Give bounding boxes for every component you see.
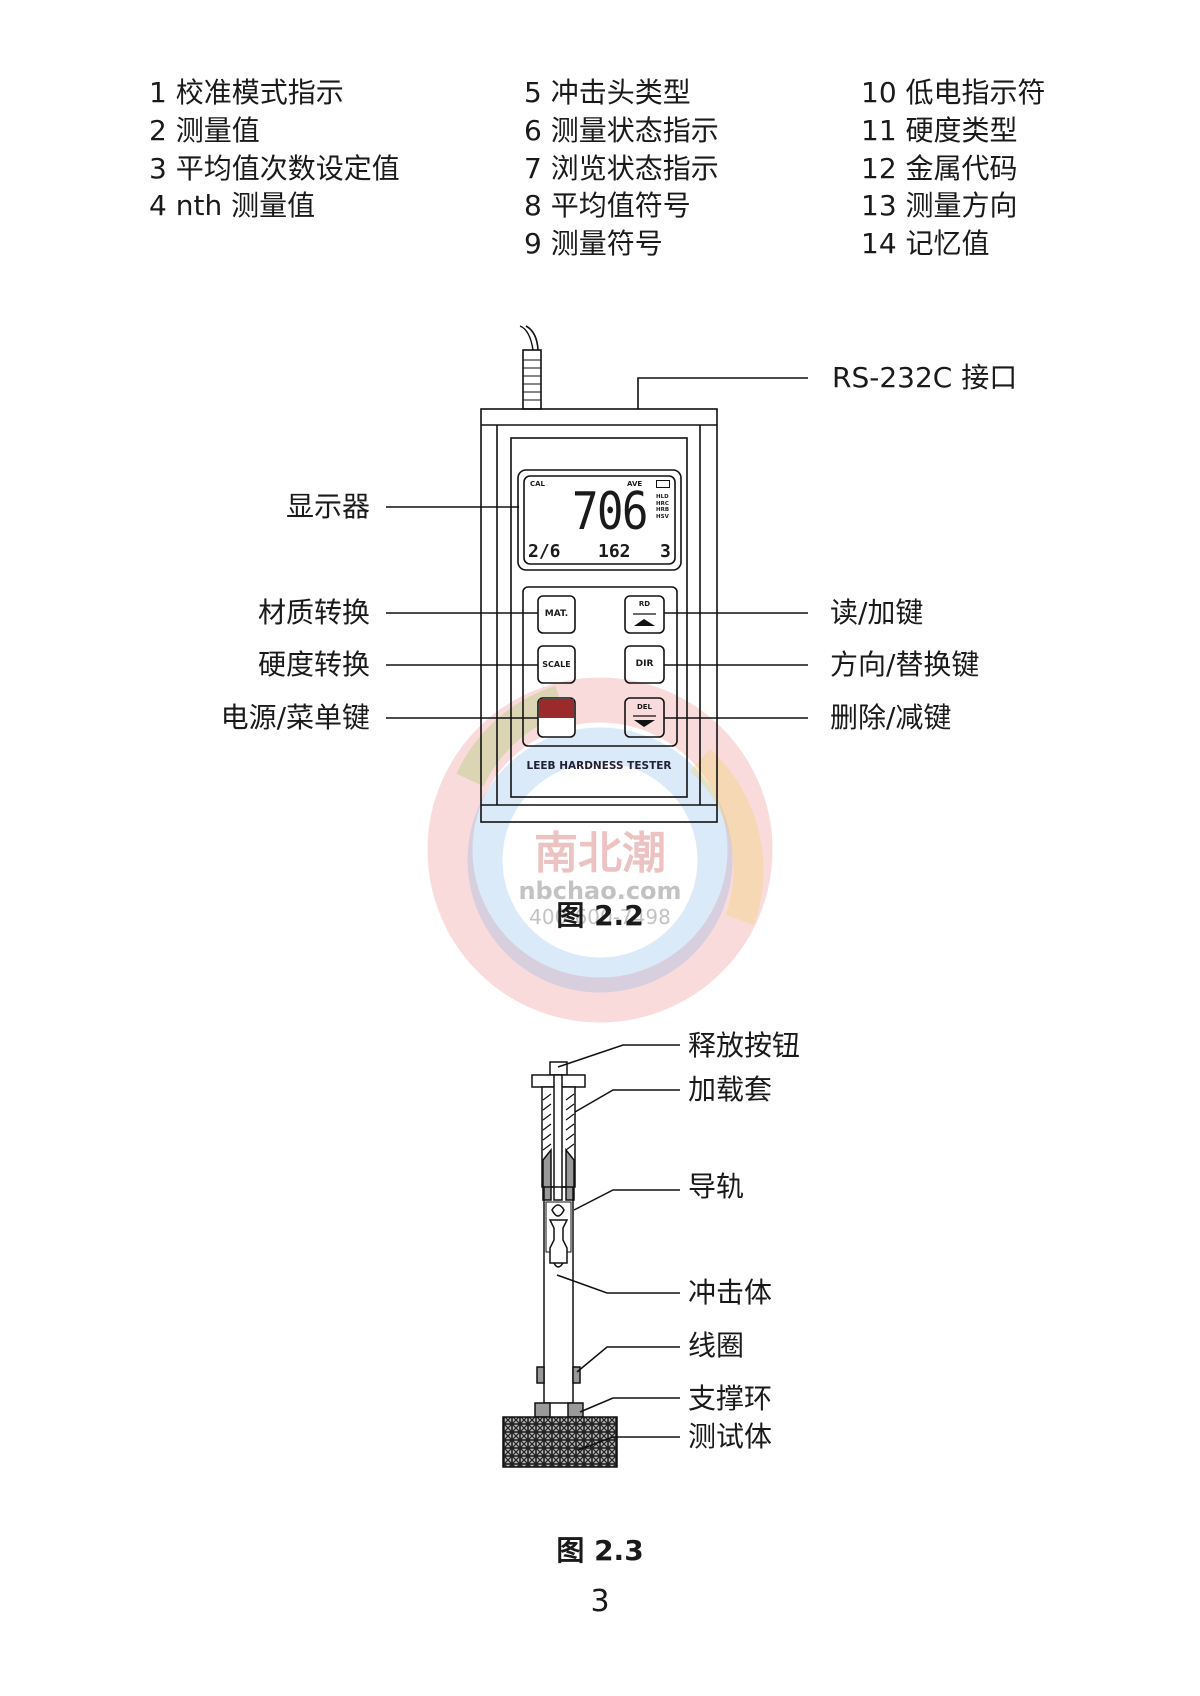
device-body xyxy=(480,408,718,823)
lcd-frame xyxy=(517,469,682,571)
lcd-main-value: 706 xyxy=(572,482,648,542)
label-mat: 材质转换 xyxy=(257,596,370,629)
legend-item: 8 平均值符号 xyxy=(524,189,691,222)
scale-button[interactable]: SCALE xyxy=(542,660,571,669)
battery-icon xyxy=(656,480,670,488)
lcd-count: 2/6 xyxy=(528,541,561,562)
keypad xyxy=(522,586,678,747)
label-dir: 方向/替换键 xyxy=(830,648,980,681)
label-test-piece: 测试体 xyxy=(688,1420,773,1453)
legend-item: 13 测量方向 xyxy=(861,189,1018,222)
lcd-cal: CAL xyxy=(530,480,546,488)
label-power: 电源/菜单键 xyxy=(220,701,370,734)
del-button[interactable]: DEL xyxy=(636,703,653,711)
display-label: 显示器 xyxy=(285,490,370,523)
brand-label: LEEB HARDNESS TESTER xyxy=(526,760,672,772)
legend-item: 4 nth 测量值 xyxy=(149,189,316,222)
legend-item: 10 低电指示符 xyxy=(861,76,1046,109)
label-guide-rail: 导轨 xyxy=(688,1170,745,1203)
legend-item: 11 硬度类型 xyxy=(861,114,1018,147)
legend-item: 6 测量状态指示 xyxy=(524,114,719,147)
label-support-ring: 支撑环 xyxy=(688,1382,773,1415)
rs232-label: RS-232C 接口 xyxy=(832,361,1018,394)
page-number: 3 xyxy=(590,1584,610,1619)
lcd-memory: 162 xyxy=(598,541,631,562)
legend-item: 12 金属代码 xyxy=(861,152,1018,185)
watermark: 南北潮 nbchao.com 400-600-7498 xyxy=(518,828,682,930)
legend-item: 7 浏览状态指示 xyxy=(524,152,719,185)
figure-2-3-caption: 图 2.3 xyxy=(556,1534,644,1567)
mat-button[interactable]: MAT. xyxy=(544,609,569,619)
label-impact-body: 冲击体 xyxy=(688,1276,773,1309)
label-release-button: 释放按钮 xyxy=(688,1029,801,1062)
label-rd: 读/加键 xyxy=(830,596,924,629)
legend-item: 3 平均值次数设定值 xyxy=(149,152,400,185)
label-loading-sleeve: 加载套 xyxy=(688,1073,773,1106)
label-coil: 线圈 xyxy=(688,1329,745,1362)
legend-item: 5 冲击头类型 xyxy=(524,76,691,109)
label-scale: 硬度转换 xyxy=(257,648,370,681)
dir-button[interactable]: DIR xyxy=(635,659,654,669)
legend-item: 2 测量值 xyxy=(149,114,260,147)
legend-item: 1 校准模式指示 xyxy=(149,76,344,109)
legend-item: 14 记忆值 xyxy=(861,227,990,260)
lcd-code: 3 xyxy=(660,541,671,562)
legend-item: 9 测量符号 xyxy=(524,227,663,260)
front-panel xyxy=(510,437,688,798)
lcd-ave: AVE xyxy=(627,480,643,488)
rd-button[interactable]: RD xyxy=(638,600,651,608)
figure-2-2-caption: 图 2.2 xyxy=(556,899,644,932)
label-del: 删除/减键 xyxy=(830,701,952,734)
